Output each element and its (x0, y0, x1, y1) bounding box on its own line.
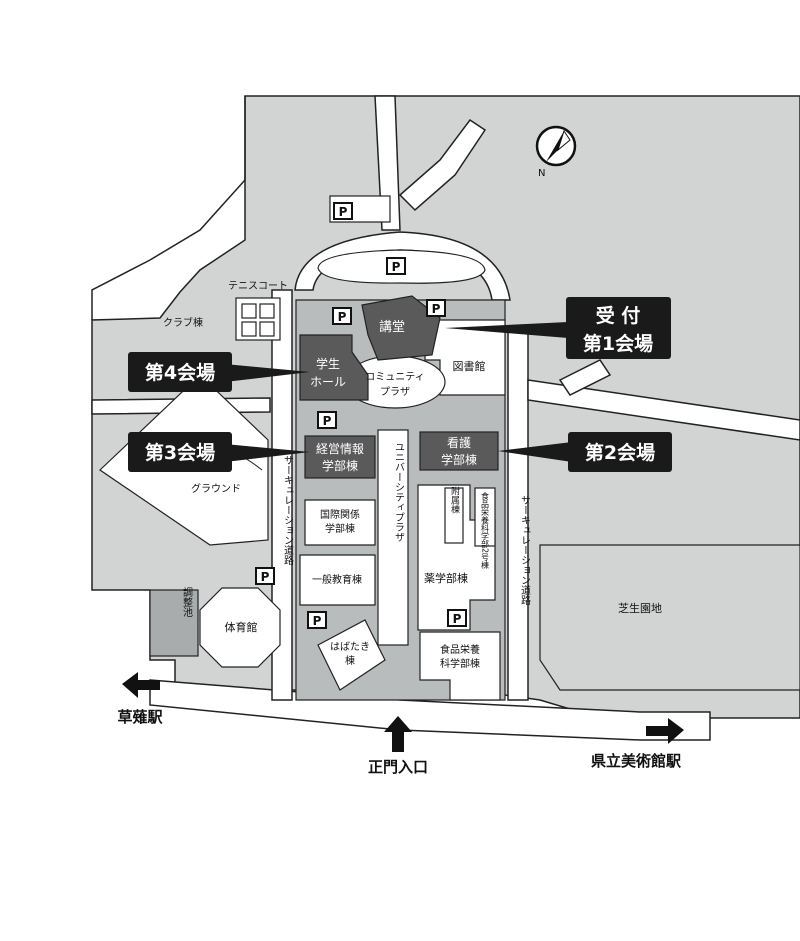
callout-pointer-reception (445, 322, 568, 338)
label-habataki-2: 棟 (345, 654, 355, 667)
label-food-nutrition-1b: 科学部棟 (440, 657, 480, 670)
station-left: 草薙駅 (117, 708, 163, 726)
callout-reception-line1: 受 付 (596, 304, 641, 327)
label-management-2: 学部棟 (322, 458, 358, 473)
arrow-right-icon (646, 718, 684, 744)
arrow-up-icon (384, 716, 412, 752)
callout-hall3-box (128, 432, 232, 472)
label-intl-relations-2: 学部棟 (325, 522, 355, 535)
label-circulation-road-right: サーキュレーション道路 (519, 495, 531, 606)
tennis-court-lines (241, 303, 275, 337)
label-student-hall-1: 学生 (316, 356, 340, 371)
auditorium-building (361, 295, 441, 361)
callout-hall3-label: 第3会場 (145, 441, 215, 464)
callout-hall4-box (128, 352, 232, 392)
svg-text:P: P (339, 205, 348, 219)
parking-signs: P P P P P P P P (255, 202, 467, 629)
management-building (304, 435, 376, 479)
label-intl-relations-1: 国際関係 (320, 509, 360, 521)
callout-pointer-hall3 (225, 444, 310, 462)
parking-sign: P (386, 257, 406, 275)
label-pharmacy: 薬学部棟 (424, 571, 468, 585)
label-nursing-2: 学部棟 (441, 452, 477, 467)
label-general-education: 一般教育棟 (312, 573, 362, 586)
label-annex: 附属棟 (449, 485, 460, 514)
svg-text:P: P (313, 614, 322, 628)
label-circulation-road-left: サーキュレーション道路 (282, 455, 294, 566)
label-pond: 調整池 (181, 586, 193, 617)
label-lawn: 芝生園地 (618, 601, 662, 615)
label-food-nutrition-2: 食品栄養科学部2号棟 (481, 491, 490, 570)
parking-sign: P (317, 411, 337, 429)
label-gymnasium: 体育館 (225, 620, 258, 634)
callout-hall4-label: 第4会場 (145, 361, 215, 384)
arrow-left-icon (122, 672, 160, 698)
main-gate-label: 正門入口 (368, 758, 428, 776)
label-management-1: 経営情報 (316, 442, 364, 456)
parking-sign: P (333, 202, 353, 220)
callout-reception-box (566, 297, 671, 359)
callout-pointer-hall2 (498, 442, 572, 462)
directions: 草薙駅 県立美術館駅 正門入口 (117, 672, 684, 776)
parking-sign: P (426, 299, 446, 317)
parking-sign: P (332, 307, 352, 325)
venue-buildings (299, 295, 499, 479)
svg-text:P: P (392, 260, 401, 274)
label-student-hall-2: ホール (310, 375, 346, 389)
callout-reception-line2: 第1会場 (583, 332, 653, 355)
parking-sign: P (307, 611, 327, 629)
label-library: 図書館 (453, 359, 486, 373)
label-nursing-1: 看護 (447, 435, 471, 450)
callout-hall2-box (568, 432, 672, 472)
svg-text:P: P (338, 310, 347, 324)
svg-text:P: P (453, 612, 462, 626)
label-community-plaza-2: プラザ (380, 386, 410, 398)
callout-pointer-hall4 (225, 364, 310, 382)
compass: N (535, 125, 577, 179)
parking-sign: P (447, 609, 467, 627)
student-hall-building (299, 334, 369, 401)
callout-hall2-label: 第2会場 (585, 441, 655, 464)
label-club-house: クラブ棟 (163, 316, 203, 329)
label-food-nutrition-1: 食品栄養 (440, 643, 480, 656)
label-tennis-court: テニスコート (228, 281, 288, 292)
label-habataki-1: はばたき (330, 641, 370, 653)
label-university-plaza: ユニバーシティプラザ (393, 442, 405, 542)
label-community-plaza-1: コミュニティ (365, 372, 424, 383)
svg-text:P: P (261, 570, 270, 584)
nursing-building (419, 431, 499, 471)
parking-sign: P (255, 567, 275, 585)
svg-text:P: P (432, 302, 441, 316)
callouts: 受 付 第1会場 第4会場 第3会場 第2会場 (128, 297, 672, 472)
buildings (99, 297, 506, 701)
label-ground: グラウンド (191, 482, 241, 495)
station-right: 県立美術館駅 (591, 752, 682, 770)
svg-text:P: P (323, 414, 332, 428)
label-auditorium: 講堂 (379, 319, 405, 335)
building-labels: 講堂 図書館 学生 ホール コミュニティ プラザ 経営情報 学部棟 看護 学部棟… (163, 281, 662, 670)
compass-north-label: N (538, 168, 545, 179)
